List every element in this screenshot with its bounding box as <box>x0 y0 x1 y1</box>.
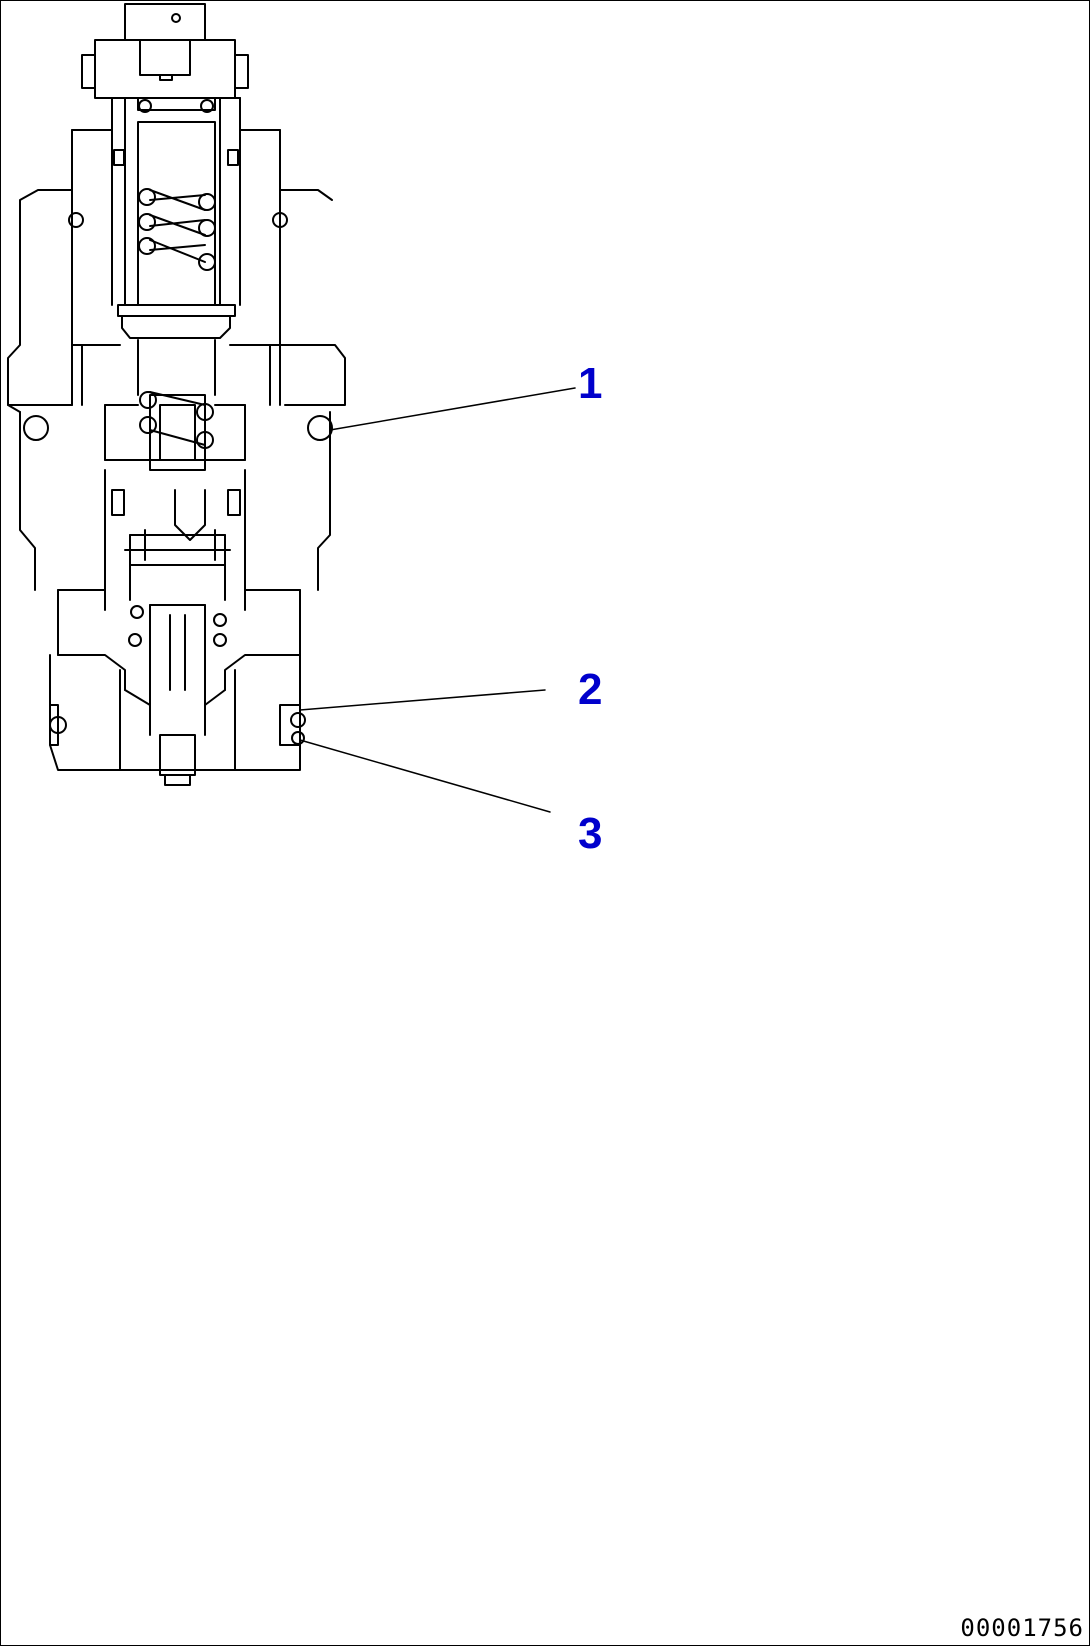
leader-line-1 <box>329 387 576 431</box>
leader-lines <box>299 387 576 813</box>
callout-3: 3 <box>578 809 603 858</box>
middle-section <box>104 339 246 647</box>
top-cap <box>81 3 249 99</box>
outer-casing <box>7 189 346 591</box>
upper-body <box>71 97 281 406</box>
lower-body <box>49 589 306 786</box>
callout-1: 1 <box>578 359 603 408</box>
callout-2: 2 <box>578 665 603 714</box>
drawing-id: 00001756 <box>960 1614 1084 1642</box>
leader-line-2 <box>299 689 546 711</box>
leader-line-3 <box>299 739 551 813</box>
